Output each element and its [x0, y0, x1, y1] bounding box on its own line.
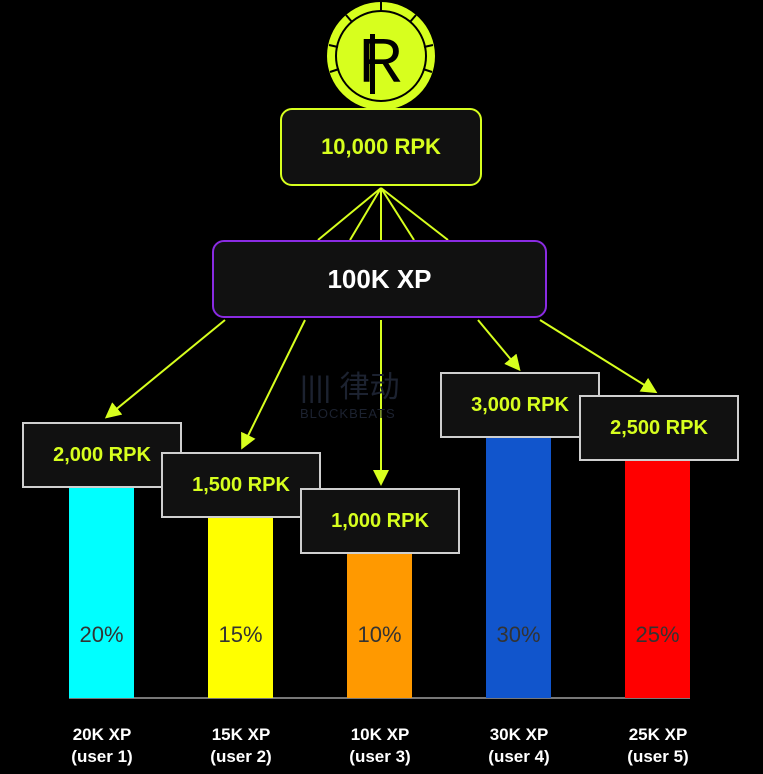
arrow-user-4: [477, 319, 521, 372]
pool-box: 10,000 RPK: [280, 108, 482, 186]
bar-user-5: [625, 459, 690, 698]
caption-user-2: 15K XP (user 2): [176, 724, 306, 768]
fan-lines: [317, 187, 449, 241]
pct-user-4: 30%: [496, 622, 541, 647]
caption-user: (user 2): [210, 747, 272, 766]
watermark: |||| 律动 BLOCKBEATS: [300, 362, 430, 421]
caption-user: (user 4): [488, 747, 550, 766]
caption-xp: 25K XP: [628, 725, 688, 744]
caption-xp: 30K XP: [489, 725, 549, 744]
watermark-text: BLOCKBEATS: [300, 406, 396, 421]
caption-user-3: 10K XP (user 3): [315, 724, 445, 768]
caption-xp: 15K XP: [211, 725, 271, 744]
rpk-coin-icon: R: [327, 2, 435, 110]
bar-user-3: [347, 553, 412, 698]
rpk-label-user-2: 1,500 RPK: [161, 452, 321, 518]
bar-user-1: [69, 488, 134, 698]
rpk-label-user-1: 2,000 RPK: [22, 422, 182, 488]
bar-user-4: [486, 436, 551, 698]
arrow-user-1: [104, 319, 226, 419]
caption-user-4: 30K XP (user 4): [454, 724, 584, 768]
pct-user-2: 15%: [218, 622, 263, 647]
rpk-label-user-5: 2,500 RPK: [579, 395, 739, 461]
pct-user-3: 10%: [357, 622, 402, 647]
caption-user: (user 5): [627, 747, 689, 766]
caption-xp: 10K XP: [350, 725, 410, 744]
pct-user-1: 20%: [79, 622, 124, 647]
svg-text:R: R: [359, 27, 404, 96]
rpk-label-user-4: 3,000 RPK: [440, 372, 600, 438]
arrow-user-2: [241, 319, 306, 450]
caption-xp: 20K XP: [72, 725, 132, 744]
xp-total-box: 100K XP: [212, 240, 547, 318]
caption-user: (user 1): [71, 747, 133, 766]
caption-user-5: 25K XP (user 5): [593, 724, 723, 768]
arrows: [104, 319, 658, 486]
rpk-label-user-3: 1,000 RPK: [300, 488, 460, 554]
pct-user-5: 25%: [635, 622, 680, 647]
watermark-cn: 律动: [339, 371, 400, 404]
caption-user-1: 20K XP (user 1): [37, 724, 167, 768]
bar-user-2: [208, 517, 273, 698]
caption-user: (user 3): [349, 747, 411, 766]
arrow-user-5: [539, 319, 658, 394]
